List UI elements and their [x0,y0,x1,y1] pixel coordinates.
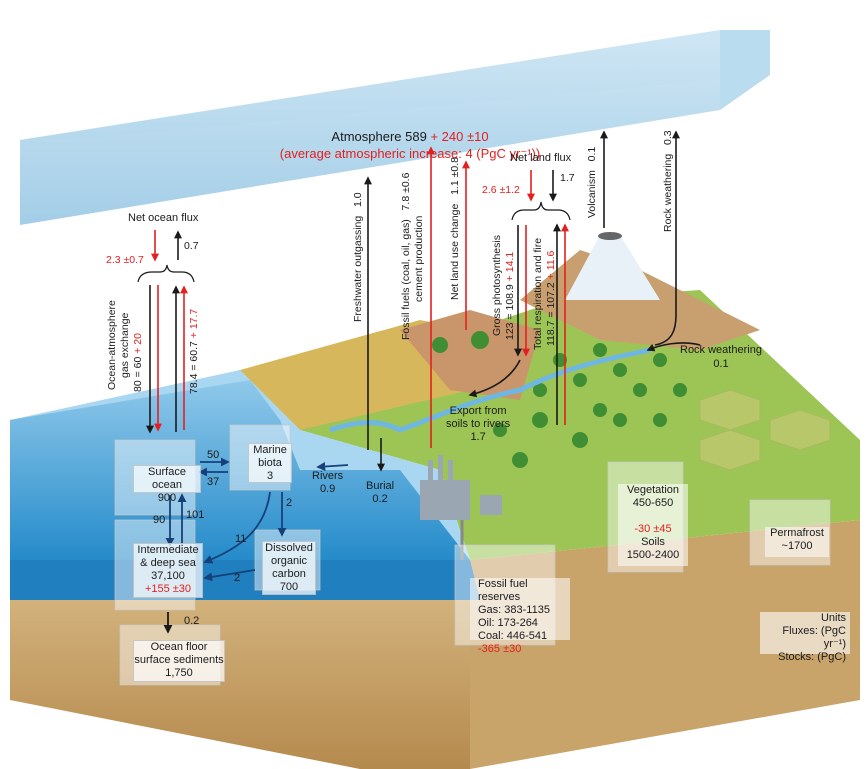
net-land-flux-red: 2.6 ±1.2 [482,184,520,196]
forest [432,331,687,468]
freshwater-label: Freshwater outgassing 1.0 [352,192,364,322]
volcano [565,235,660,300]
respiration-label: Total respiration and fire [532,237,544,350]
rivers-arrow [316,462,349,472]
ocean-exchange-label-2: gas exchange [119,312,131,378]
fossil-label-2: cement production [413,215,425,302]
ocean-brace [137,264,195,283]
rock-weathering-up-label: Rock weathering 0.3 [662,130,674,232]
ground-front [10,560,470,769]
atmosphere-subtitle: (average atmospheric increase: 4 (PgC yr… [279,146,541,161]
net-land-flux-label: Net land flux [510,152,572,164]
respiration-value: 118.7 = 107.2 + 11.6 [545,250,557,346]
ocean-exchange-label-1: Ocean-atmosphere [106,300,118,390]
river [329,347,651,433]
flux-11: 11 [235,533,247,545]
gross-photo-label: Gross photosynthesis [491,235,503,336]
rock-weathering-up-arrow [654,130,680,346]
biota-to-deep-arrow [203,491,271,564]
doc-to-deep-arrow [203,569,256,582]
net-ocean-flux-red: 2.3 ±0.7 [106,254,144,266]
farmland [240,320,470,430]
flux-2a: 2 [286,497,293,509]
flux-101: 101 [186,509,205,521]
atmosphere-slab-front [20,30,720,225]
flux-37: 37 [207,476,220,488]
ocean-shelf [10,560,480,600]
net-ocean-flux-black: 0.7 [184,240,199,252]
export-arrow [468,359,521,398]
flux-0-2: 0.2 [184,615,200,627]
net-ocean-flux-label: Net ocean flux [128,212,199,224]
power-plant [420,455,502,520]
hex-fields [699,389,831,471]
fossil-label-1: Fossil fuels (coal, oil, gas) 7.8 ±0.6 [400,172,412,340]
land-use-label: Net land use change 1.1 ±0.8 [449,157,461,300]
ocean-down-flux: 80 = 60 + 20 [132,333,144,392]
rock-weathering-down-arrow [646,342,701,352]
gross-photo-value: 123 = 108.9 + 14.1 [504,251,516,340]
volcanism-label: Volcanism 0.1 [586,146,598,218]
flux-50: 50 [207,449,220,461]
ocean-up-flux: 78.4 = 60.7 + 17.7 [188,308,200,394]
land-brace [511,201,571,221]
brown-cleared-land [400,310,540,400]
atmosphere-title: Atmosphere 589 + 240 ±10 [331,129,489,144]
volcano-crater [598,232,622,240]
flux-90: 90 [153,514,166,526]
flux-2b: 2 [234,572,241,584]
net-land-flux-black: 1.7 [560,172,575,184]
atmosphere-slab-side [720,30,770,110]
permafrost-box: Permafrost~1700 [765,527,829,557]
